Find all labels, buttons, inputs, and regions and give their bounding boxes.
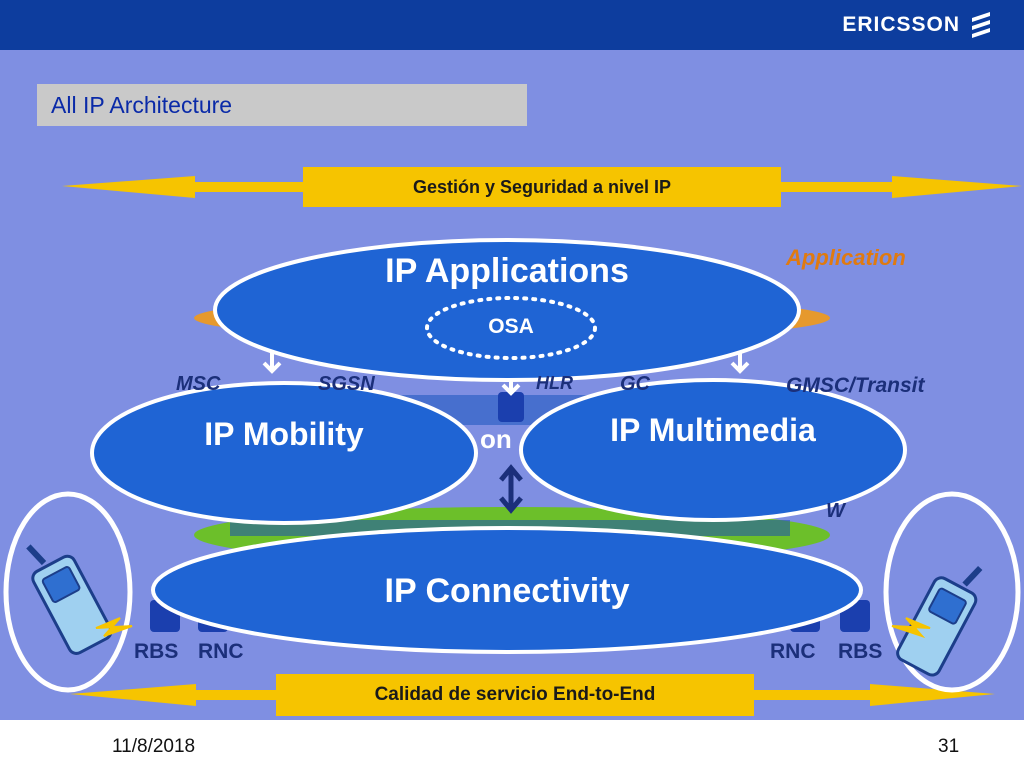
ericsson-logo-icon — [972, 12, 990, 38]
hlr-label: HLR — [536, 373, 573, 393]
right-phone-circle — [883, 491, 1021, 693]
msc-label: MSC — [176, 373, 221, 395]
left-signal-bolt — [95, 617, 133, 637]
left-phone-circle — [3, 491, 133, 693]
top-banner-label: Gestión y Seguridad a nivel IP — [303, 167, 781, 207]
osa-ellipse — [425, 296, 597, 360]
ip-mobility-ellipse — [90, 381, 478, 525]
bottom-banner-label: Calidad de servicio End-to-End — [276, 674, 754, 716]
rnc-right-label: RNC — [770, 640, 816, 663]
top-arrow-right — [781, 176, 1022, 198]
logo-text: ERICSSON — [842, 13, 960, 36]
ip-multimedia-label: IP Multimedia — [610, 412, 816, 448]
ericsson-logo: ERICSSON — [842, 10, 992, 40]
double-arrow-core — [499, 464, 523, 514]
mobile-phone-icon — [896, 565, 983, 677]
bottom-arrow-left — [70, 684, 276, 706]
top-arrow-left — [62, 176, 303, 198]
gc-label: GC — [620, 373, 650, 395]
hlr-node — [498, 392, 524, 422]
header-bar: ERICSSON — [0, 0, 1024, 50]
ip-mobility-label: IP Mobility — [204, 416, 364, 452]
sgsn-label: SGSN — [318, 373, 375, 395]
osa-label: OSA — [488, 315, 534, 338]
rbs-left-label: RBS — [134, 640, 179, 663]
title-box: All IP Architecture — [37, 84, 527, 126]
ip-multimedia-ellipse — [519, 378, 907, 522]
ip-connectivity-label: IP Connectivity — [384, 572, 630, 610]
gmsc-transit-label: GMSC/Transit — [786, 374, 925, 397]
rbs-right-label: RBS — [838, 640, 883, 663]
control-layer-label: on — [480, 424, 512, 454]
page-number: 31 — [938, 736, 960, 757]
mobile-phone-icon — [26, 544, 113, 655]
ip-applications-label: IP Applications — [385, 252, 629, 290]
ip-connectivity-ellipse — [151, 526, 863, 654]
right-signal-bolt — [891, 617, 931, 639]
gw-label: W — [826, 500, 845, 522]
bottom-arrow-right — [754, 684, 995, 706]
footer-date: 11/8/2018 — [112, 736, 196, 757]
rnc-left-label: RNC — [198, 640, 244, 663]
slide-title: All IP Architecture — [51, 92, 233, 118]
application-label: Application — [786, 245, 906, 270]
